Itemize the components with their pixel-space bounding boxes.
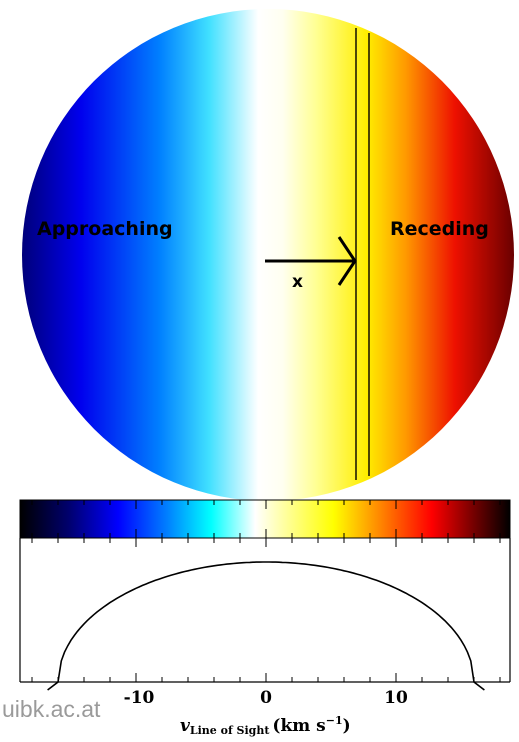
x-axis-title: vLine of Sight(km s−1) — [180, 714, 351, 737]
tick-label-neg10: -10 — [124, 688, 155, 708]
x-axis-label: x — [292, 272, 303, 292]
line-profile-curve — [47, 561, 485, 691]
tick-label-10: 10 — [384, 688, 408, 708]
rotating-disk — [22, 9, 514, 501]
watermark: uibk.ac.at — [2, 696, 101, 722]
color-bar — [19, 499, 511, 539]
tick-label-0: 0 — [260, 688, 272, 708]
receding-label: Receding — [390, 218, 489, 240]
axis-ticks — [31, 500, 501, 682]
x-axis-arrow — [265, 236, 357, 286]
profile-panel — [19, 538, 511, 683]
approaching-label: Approaching — [37, 218, 173, 240]
